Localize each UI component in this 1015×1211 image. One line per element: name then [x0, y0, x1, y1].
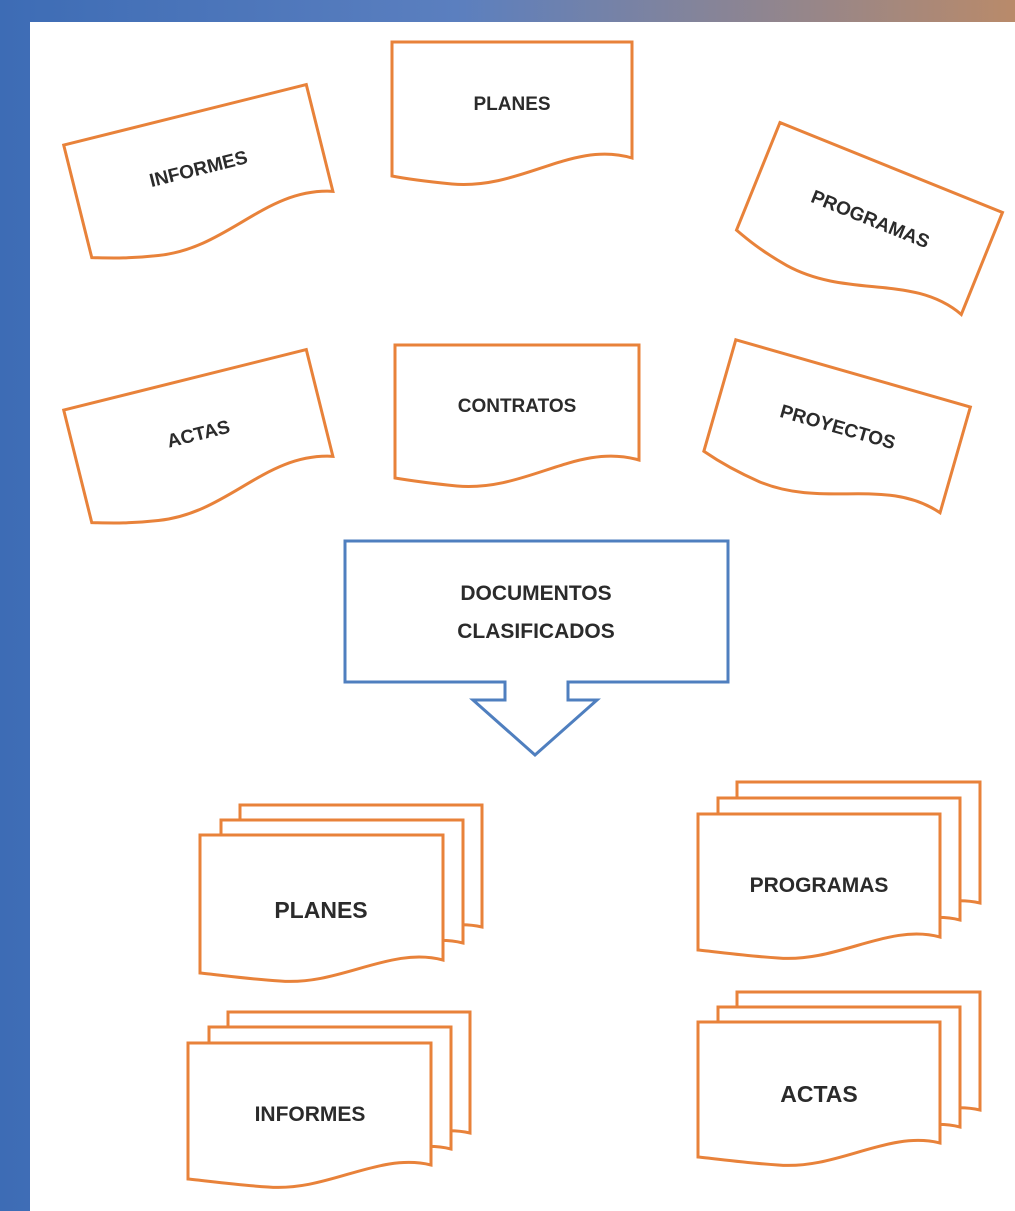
doc-contratos-label: CONTRATOS — [458, 396, 577, 417]
stack-planes-label: PLANES — [274, 897, 367, 923]
document-shape — [393, 343, 641, 488]
stack-front-sheet — [696, 812, 942, 960]
stack-front-sheet — [198, 833, 445, 983]
document-shape — [734, 120, 1005, 317]
stack-actas-label: ACTAS — [780, 1081, 858, 1107]
classification-arrow: DOCUMENTOS CLASIFICADOS — [343, 539, 730, 758]
stack-programas: PROGRAMAS — [696, 780, 982, 960]
process-line-1: DOCUMENTOS — [460, 582, 611, 605]
doc-proyectos: PROYECTOS — [702, 337, 973, 516]
doc-planes-label: PLANES — [473, 94, 550, 115]
stack-informes-label: INFORMES — [255, 1103, 366, 1126]
doc-actas: ACTAS — [61, 347, 335, 525]
stack-front-sheet — [186, 1041, 433, 1189]
doc-planes: PLANES — [390, 40, 634, 186]
process-line-2: CLASIFICADOS — [457, 620, 615, 643]
doc-programas: PROGRAMAS — [734, 120, 1005, 317]
document-shape — [390, 40, 634, 186]
down-arrow-callout-shape — [343, 539, 730, 758]
document-shape — [61, 82, 335, 260]
document-shape — [61, 347, 335, 525]
stack-programas-label: PROGRAMAS — [750, 874, 889, 897]
doc-contratos: CONTRATOS — [393, 343, 641, 488]
doc-informes: INFORMES — [61, 82, 335, 260]
document-shape — [702, 337, 973, 516]
stack-actas: ACTAS — [696, 990, 982, 1167]
stack-informes: INFORMES — [186, 1010, 472, 1189]
stack-planes: PLANES — [198, 803, 484, 983]
stack-front-sheet — [696, 1020, 942, 1167]
